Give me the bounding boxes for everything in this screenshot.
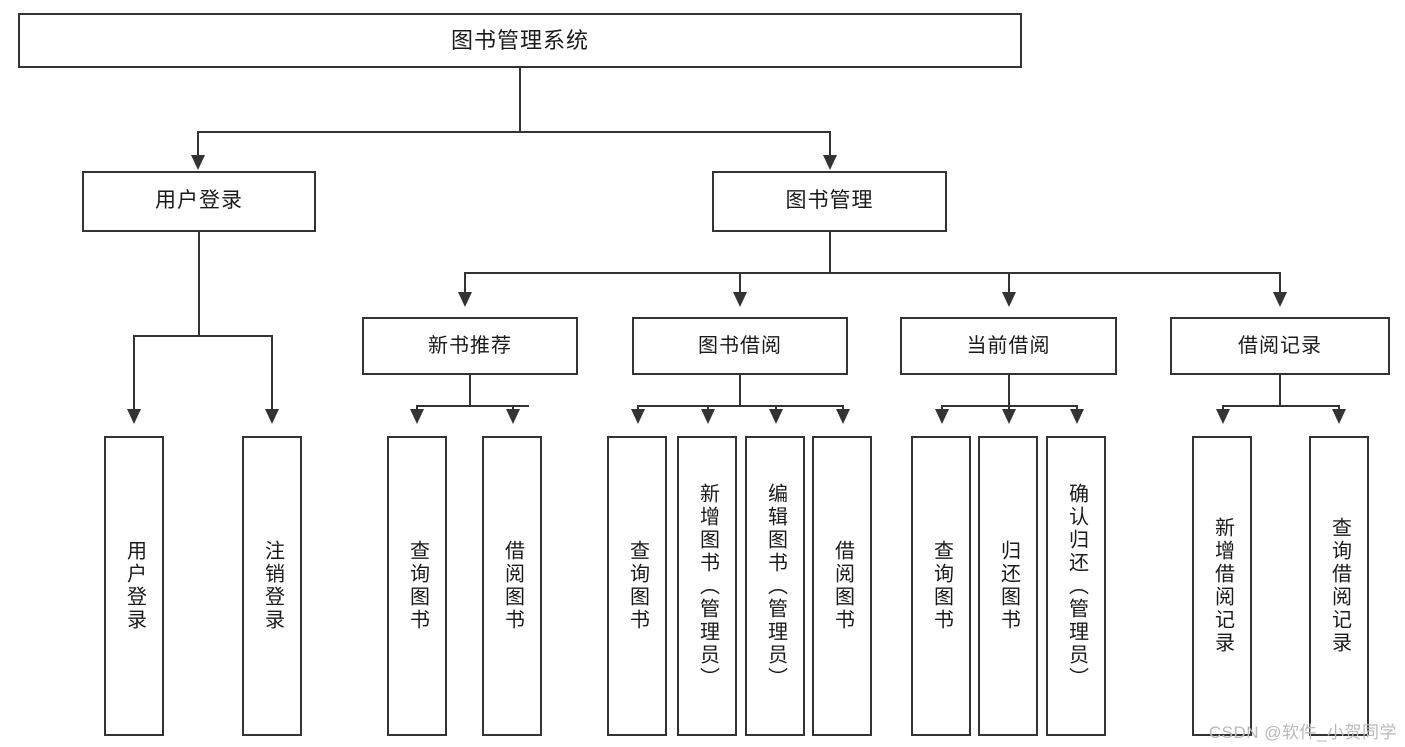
leaf-query-borrow-record[interactable]: 查询借阅记录 <box>1309 436 1369 736</box>
leaf-book-borrow-action[interactable]: 借阅图书 <box>812 436 872 736</box>
leaf-user-login[interactable]: 用户登录 <box>104 436 164 736</box>
connector-current-borrow-drop-3 <box>1076 405 1078 411</box>
arrow-current-borrow-leaf-2 <box>1002 409 1016 424</box>
leaf-new-book-query[interactable]: 查询图书 <box>387 436 447 736</box>
arrow-book-manage-to-new-book <box>458 292 472 307</box>
arrow-user-login-leaf-2 <box>265 409 279 424</box>
arrow-new-book-leaf-2 <box>506 409 520 424</box>
leaf-return-book[interactable]: 归还图书 <box>978 436 1038 736</box>
connector-book-borrow-drop-3 <box>775 405 777 411</box>
connector-book-borrow-stem <box>739 375 741 406</box>
connector-user-login-stem <box>198 232 200 336</box>
arrow-book-manage-to-current-borrow <box>1002 292 1016 307</box>
connector-new-book-bus <box>416 405 529 407</box>
arrow-book-borrow-leaf-3 <box>769 409 783 424</box>
connector-borrow-record-stem <box>1279 375 1281 406</box>
connector-new-book-stem <box>469 375 471 406</box>
leaf-book-borrow-action-label: 借阅图书 <box>831 540 854 632</box>
connector-borrow-record-drop-1 <box>1222 405 1224 411</box>
node-book-manage[interactable]: 图书管理 <box>712 171 947 232</box>
arrow-current-borrow-leaf-3 <box>1070 409 1084 424</box>
connector-book-manage-drop-1 <box>464 272 466 294</box>
connector-root-to-user-login <box>197 131 199 157</box>
node-new-book-recommend-label: 新书推荐 <box>428 334 512 357</box>
connector-root-bus <box>197 131 831 133</box>
arrow-root-to-user-login <box>191 155 205 170</box>
leaf-add-borrow-record-label: 新增借阅记录 <box>1211 517 1234 655</box>
arrow-borrow-record-leaf-1 <box>1216 409 1230 424</box>
connector-user-login-bus <box>133 335 273 337</box>
leaf-book-borrow-query-label: 查询图书 <box>626 540 649 632</box>
leaf-current-borrow-query-label: 查询图书 <box>930 540 953 632</box>
connector-borrow-record-bus <box>1222 405 1339 407</box>
csdn-watermark: CSDN @软件_小贺同学 <box>1208 723 1397 742</box>
connector-book-manage-bus <box>464 272 1281 274</box>
arrow-current-borrow-leaf-1 <box>935 409 949 424</box>
node-current-borrow[interactable]: 当前借阅 <box>900 317 1117 375</box>
arrow-book-borrow-leaf-1 <box>631 409 645 424</box>
leaf-confirm-return-admin-label: 确认归还（管理员） <box>1065 482 1088 690</box>
arrow-root-to-book-manage <box>823 155 837 170</box>
arrow-book-manage-to-borrow-record <box>1273 292 1287 307</box>
leaf-query-borrow-record-label: 查询借阅记录 <box>1328 517 1351 655</box>
leaf-logout-login-label: 注销登录 <box>261 540 284 632</box>
leaf-new-book-borrow-label: 借阅图书 <box>501 540 524 632</box>
arrow-book-borrow-leaf-4 <box>836 409 850 424</box>
arrow-book-borrow-leaf-2 <box>701 409 715 424</box>
connector-current-borrow-drop-2 <box>1008 405 1010 411</box>
leaf-logout-login[interactable]: 注销登录 <box>242 436 302 736</box>
node-book-borrow[interactable]: 图书借阅 <box>632 317 848 375</box>
leaf-confirm-return-admin[interactable]: 确认归还（管理员） <box>1046 436 1106 736</box>
node-borrow-record[interactable]: 借阅记录 <box>1170 317 1390 375</box>
leaf-book-add-admin[interactable]: 新增图书（管理员） <box>677 436 737 736</box>
connector-book-manage-drop-4 <box>1279 272 1281 294</box>
node-new-book-recommend[interactable]: 新书推荐 <box>362 317 578 375</box>
node-root-library-system[interactable]: 图书管理系统 <box>18 13 1022 68</box>
connector-root-stem <box>519 68 521 132</box>
arrow-book-manage-to-book-borrow <box>733 292 747 307</box>
connector-root-to-book-manage <box>829 131 831 157</box>
connector-new-book-drop-2 <box>512 405 514 411</box>
node-current-borrow-label: 当前借阅 <box>966 334 1051 357</box>
connector-current-borrow-drop-1 <box>941 405 943 411</box>
leaf-return-book-label: 归还图书 <box>997 540 1020 632</box>
leaf-user-login-label: 用户登录 <box>123 540 146 632</box>
arrow-borrow-record-leaf-2 <box>1332 409 1346 424</box>
arrow-new-book-leaf-1 <box>410 409 424 424</box>
leaf-book-add-admin-label: 新增图书（管理员） <box>696 482 719 690</box>
leaf-new-book-query-label: 查询图书 <box>406 540 429 632</box>
connector-current-borrow-stem <box>1008 375 1010 406</box>
leaf-new-book-borrow[interactable]: 借阅图书 <box>482 436 542 736</box>
connector-book-borrow-drop-4 <box>842 405 844 411</box>
node-book-manage-label: 图书管理 <box>785 189 874 213</box>
leaf-add-borrow-record[interactable]: 新增借阅记录 <box>1192 436 1252 736</box>
connector-user-login-drop-1 <box>133 335 135 411</box>
node-user-login-label: 用户登录 <box>155 189 243 213</box>
node-root-label: 图书管理系统 <box>450 27 589 53</box>
leaf-book-edit-admin-label: 编辑图书（管理员） <box>764 482 787 690</box>
connector-book-borrow-drop-2 <box>707 405 709 411</box>
node-borrow-record-label: 借阅记录 <box>1238 334 1322 357</box>
connector-book-borrow-bus <box>637 405 843 407</box>
connector-user-login-drop-2 <box>271 335 273 411</box>
node-user-login[interactable]: 用户登录 <box>82 171 316 232</box>
arrow-user-login-leaf-1 <box>127 409 141 424</box>
connector-book-manage-drop-3 <box>1008 272 1010 294</box>
connector-borrow-record-drop-2 <box>1338 405 1340 411</box>
connector-book-borrow-drop-1 <box>637 405 639 411</box>
connector-book-manage-drop-2 <box>739 272 741 294</box>
leaf-book-borrow-query[interactable]: 查询图书 <box>607 436 667 736</box>
leaf-book-edit-admin[interactable]: 编辑图书（管理员） <box>745 436 805 736</box>
node-book-borrow-label: 图书借阅 <box>698 334 782 357</box>
connector-book-manage-stem <box>829 232 831 273</box>
connector-new-book-drop-1 <box>416 405 418 411</box>
leaf-current-borrow-query[interactable]: 查询图书 <box>911 436 971 736</box>
